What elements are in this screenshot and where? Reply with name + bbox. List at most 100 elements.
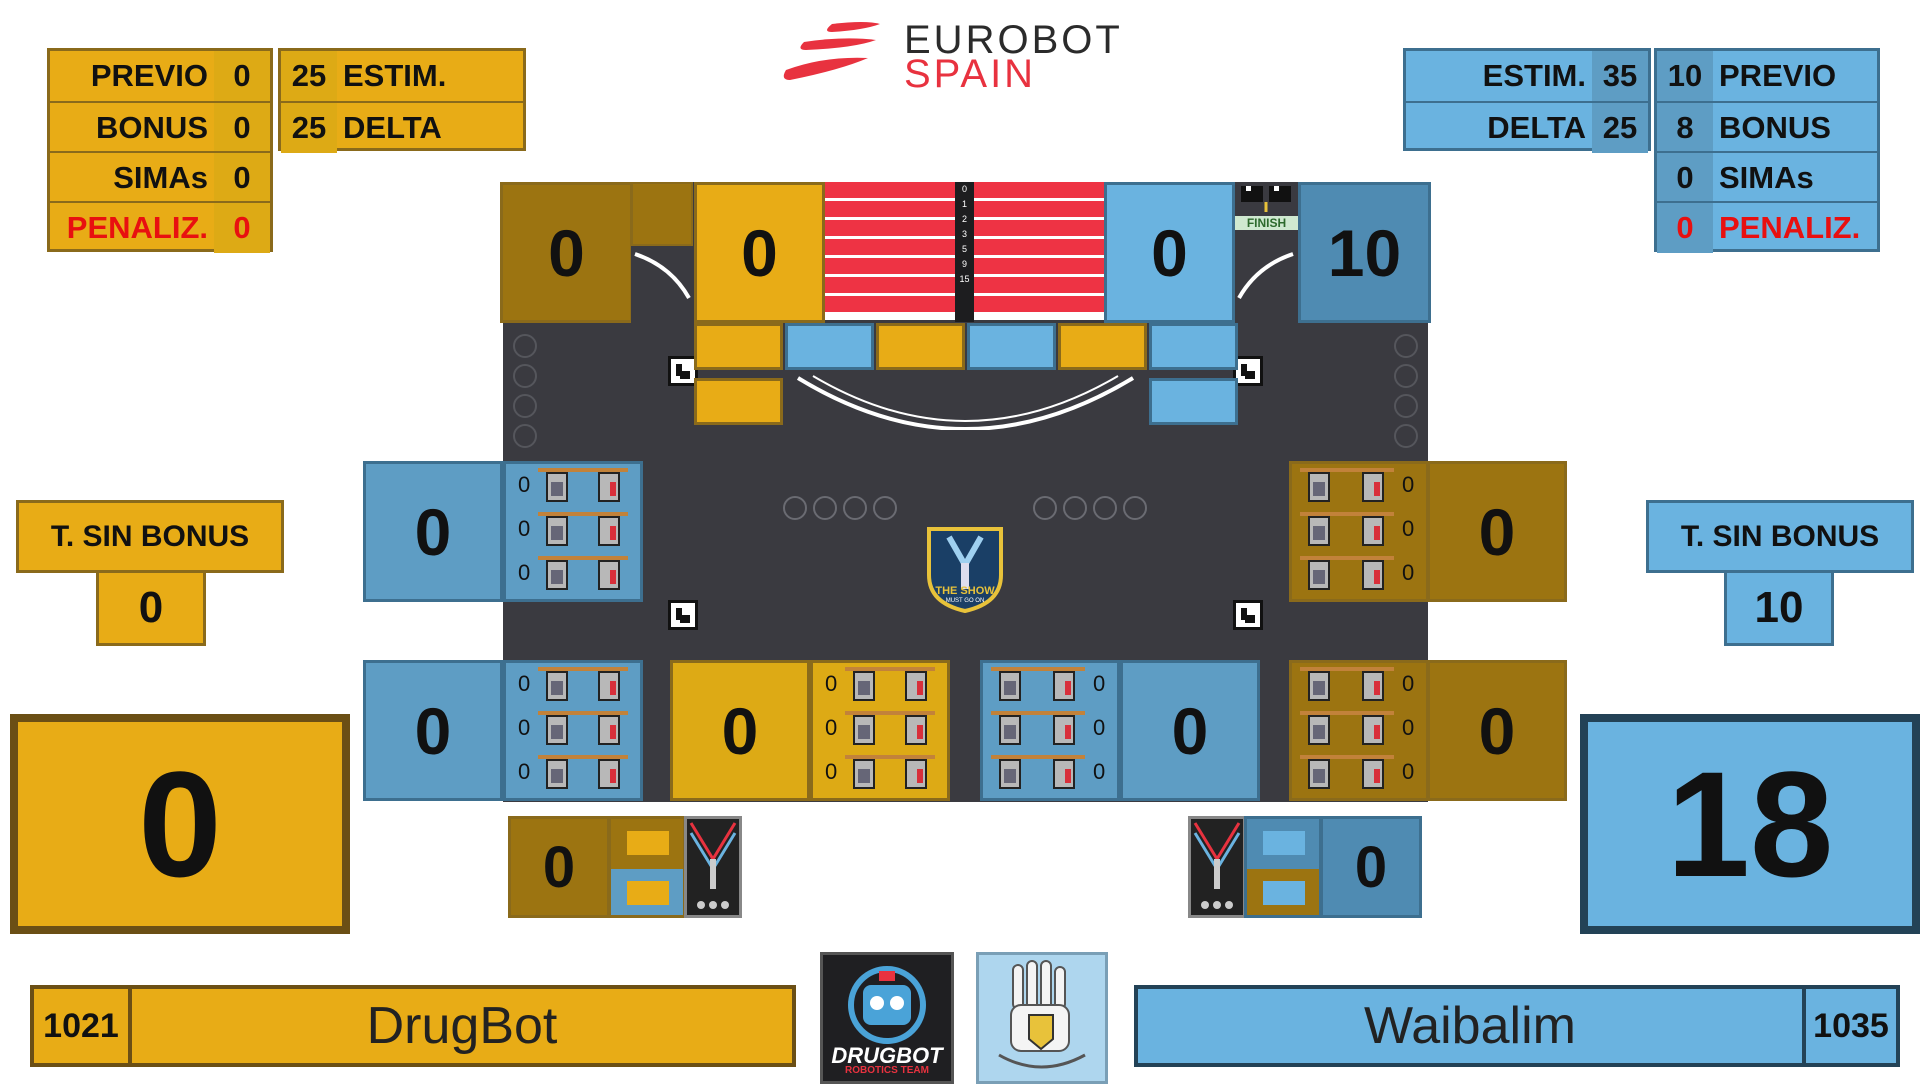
- can-icon: [598, 715, 620, 745]
- can-icon: [598, 516, 620, 546]
- can-icon: [1053, 671, 1075, 701]
- can-icon: [546, 715, 568, 745]
- grate-icon: [513, 364, 537, 388]
- right-team-id: 1035: [1802, 989, 1896, 1063]
- stack-count: 0: [1402, 472, 1415, 497]
- stack-count: 0: [518, 715, 531, 740]
- can-icon: [598, 671, 620, 701]
- can-icon: [1362, 715, 1384, 745]
- right-stats-table: 10 PREVIO 8 BONUS 0 SIMAs 0 PENALIZ.: [1654, 48, 1880, 253]
- stack-count: 0: [1093, 759, 1106, 784]
- ladder-red-left: [825, 182, 955, 322]
- can-icon: [1308, 516, 1330, 546]
- theme-shield-icon: [927, 527, 1003, 614]
- field-block: [1149, 323, 1238, 370]
- can-icon: [905, 715, 927, 745]
- field-block: [967, 323, 1056, 370]
- left-stat-bonus: BONUS 0: [50, 101, 270, 153]
- left-total-score: 0: [10, 714, 350, 934]
- stack-count: 0: [518, 472, 531, 497]
- can-icon: [546, 516, 568, 546]
- can-icon: [853, 671, 875, 701]
- right-estim-delta: ESTIM. 35 DELTA 25: [1403, 48, 1651, 153]
- can-icon: [1362, 560, 1384, 590]
- pit-left-slots: [608, 816, 686, 918]
- robot-hand-icon: [998, 960, 1086, 1069]
- field-block: [694, 378, 783, 425]
- left-sin-bonus-value: 0: [96, 570, 206, 646]
- waibalim-logo: [976, 952, 1108, 1084]
- brand-line1: EUROBOT: [904, 18, 1123, 62]
- stack-count: 0: [1402, 671, 1415, 696]
- ramp-left: [631, 182, 694, 323]
- grate-icon: [1394, 334, 1418, 358]
- field-top-score-2: 0: [694, 182, 825, 323]
- slot-icon: [783, 496, 807, 520]
- stack-count: 0: [518, 671, 531, 696]
- aruco-marker-icon: [1233, 600, 1263, 630]
- can-icon: [546, 759, 568, 789]
- ladder-red-right: [974, 182, 1104, 322]
- can-icon: [546, 560, 568, 590]
- stack-count: 0: [825, 671, 838, 696]
- eurobot-logo: EUROBOT SPAIN: [780, 18, 1160, 96]
- field-block: [694, 323, 783, 370]
- left-team-name: DrugBot: [366, 997, 558, 1055]
- right-total-score: 18: [1580, 714, 1920, 934]
- right-team-name: Waibalim: [1364, 997, 1576, 1055]
- ladder-scale: 0 1 2 3 5 9 15: [955, 182, 974, 322]
- ladder-step: 1: [961, 199, 967, 209]
- left-stat-penaliz: PENALIZ. 0: [50, 201, 270, 253]
- right-sin-bonus-label: T. SIN BONUS: [1646, 500, 1914, 573]
- zone-bottom-1: 0: [363, 660, 503, 801]
- theme-logo-line1: THE SHOW: [935, 585, 995, 597]
- left-estim-delta: 25 ESTIM. 25 DELTA: [278, 48, 526, 153]
- can-icon: [1308, 472, 1330, 502]
- grate-icon: [1394, 394, 1418, 418]
- drugbot-logo-subtext: ROBOTICS TEAM: [845, 1065, 929, 1076]
- can-icon: [546, 671, 568, 701]
- can-icon: [546, 472, 568, 502]
- stack-count: 0: [1093, 671, 1106, 696]
- stack-count: 0: [1402, 759, 1415, 784]
- aruco-marker-icon: [1233, 356, 1263, 386]
- right-stat-penaliz: 0 PENALIZ.: [1657, 201, 1877, 253]
- left-stats-table: PREVIO 0 BONUS 0 SIMAs 0 PENALIZ. 0: [47, 48, 273, 253]
- can-icon: [999, 759, 1021, 789]
- ladder-step: 3: [961, 229, 967, 239]
- stack-bottom-2: 0 0 0: [810, 660, 950, 801]
- stack-count: 0: [1402, 715, 1415, 740]
- grate-icon: [513, 394, 537, 418]
- ramp-curve-icon: [634, 252, 691, 299]
- left-team-bar: 1021 DrugBot: [30, 985, 796, 1067]
- left-stat-previo: PREVIO 0: [50, 51, 270, 101]
- field-block: [1058, 323, 1147, 370]
- slot-icon: [843, 496, 867, 520]
- ladder-step: 5: [961, 244, 967, 254]
- ladder-step: 2: [961, 214, 967, 224]
- pit-right-card: [1188, 816, 1246, 918]
- field-top-score-1: 0: [500, 182, 633, 323]
- left-team-id: 1021: [34, 989, 132, 1063]
- game-field: THE SHOW MUST GO ON: [503, 320, 1428, 802]
- left-stat-simas: SIMAs 0: [50, 151, 270, 203]
- can-icon: [1053, 759, 1075, 789]
- robot-head-icon: [848, 966, 926, 1044]
- left-sin-bonus-label: T. SIN BONUS: [16, 500, 284, 573]
- field-block: [785, 323, 874, 370]
- slot-icon: [1063, 496, 1087, 520]
- guitar-card-icon: [689, 822, 737, 909]
- brand-line2: SPAIN: [904, 52, 1037, 96]
- right-stat-bonus: 8 BONUS: [1657, 101, 1877, 153]
- zone-bottom-3: 0: [1120, 660, 1260, 801]
- right-stat-previo: 10 PREVIO: [1657, 51, 1877, 101]
- pit-right-score: 0: [1320, 816, 1422, 918]
- finish-label: FINISH: [1235, 216, 1298, 230]
- stack-count: 0: [825, 715, 838, 740]
- grate-icon: [513, 334, 537, 358]
- stack-bottom-3: 0 0 0: [980, 660, 1120, 801]
- ramp-curve-icon: [1237, 252, 1294, 299]
- theme-logo-line2: MUST GO ON: [945, 598, 985, 604]
- slot-icon: [813, 496, 837, 520]
- can-icon: [999, 671, 1021, 701]
